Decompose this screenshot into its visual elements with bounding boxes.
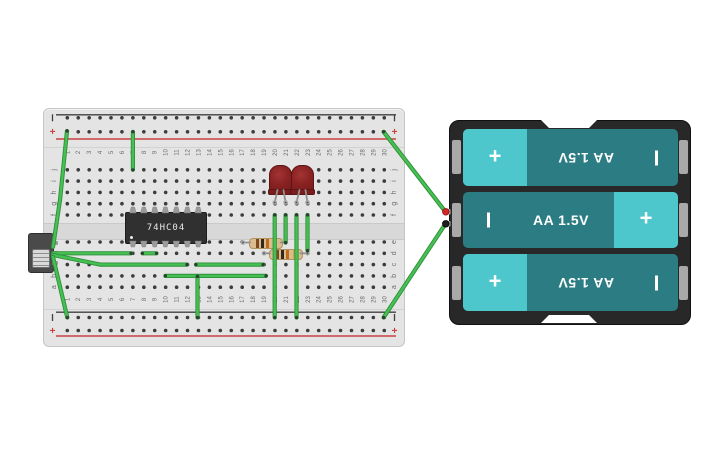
battery-positive-cap	[614, 192, 678, 248]
contact-tab	[679, 140, 688, 174]
ic-pin1-marker-icon	[130, 236, 133, 239]
contact-tab	[452, 140, 461, 174]
switch-pin-middle	[52, 251, 58, 255]
breadboard-seam-top	[44, 147, 404, 148]
battery-minus-icon	[655, 150, 658, 165]
battery-positive-cap	[463, 254, 527, 311]
switch-pin-top	[52, 241, 58, 245]
battery-aa-3[interactable]: + AA 1.5V	[463, 254, 678, 311]
switch-knob[interactable]	[32, 249, 50, 268]
led-red-1[interactable]	[268, 165, 293, 195]
contact-tab	[679, 203, 688, 237]
battery-pack-3xaa[interactable]: + AA 1.5V + AA 1.5V + AA 1.5V	[449, 120, 691, 325]
slide-switch[interactable]	[28, 233, 58, 273]
resistor-1[interactable]	[249, 238, 283, 249]
battery-aa-2[interactable]: + AA 1.5V	[463, 192, 678, 248]
breadboard-seam-bottom	[44, 309, 404, 310]
battery-minus-icon	[655, 275, 658, 290]
battery-plus-sign: +	[488, 142, 502, 168]
battery-minus-icon	[487, 212, 490, 228]
battery-label: AA 1.5V	[533, 212, 589, 228]
battery-plus-sign: +	[488, 267, 502, 293]
battery-aa-1[interactable]: + AA 1.5V	[463, 129, 678, 186]
breadboard-center-gap	[44, 223, 404, 240]
contact-tab	[679, 266, 688, 300]
switch-pin-bottom	[52, 261, 58, 265]
battery-label: AA 1.5V	[558, 149, 614, 166]
ic-label: 74HC04	[146, 223, 186, 233]
breadboard[interactable]	[43, 108, 405, 347]
contact-tab	[452, 203, 461, 237]
led-red-2[interactable]	[290, 165, 315, 195]
resistor-2[interactable]	[269, 249, 303, 260]
ic-chip-74hc04[interactable]: 74HC04	[125, 212, 207, 244]
battery-plus-sign: +	[639, 205, 653, 231]
contact-tab	[452, 266, 461, 300]
battery-label: AA 1.5V	[558, 274, 614, 291]
battery-positive-cap	[463, 129, 527, 186]
